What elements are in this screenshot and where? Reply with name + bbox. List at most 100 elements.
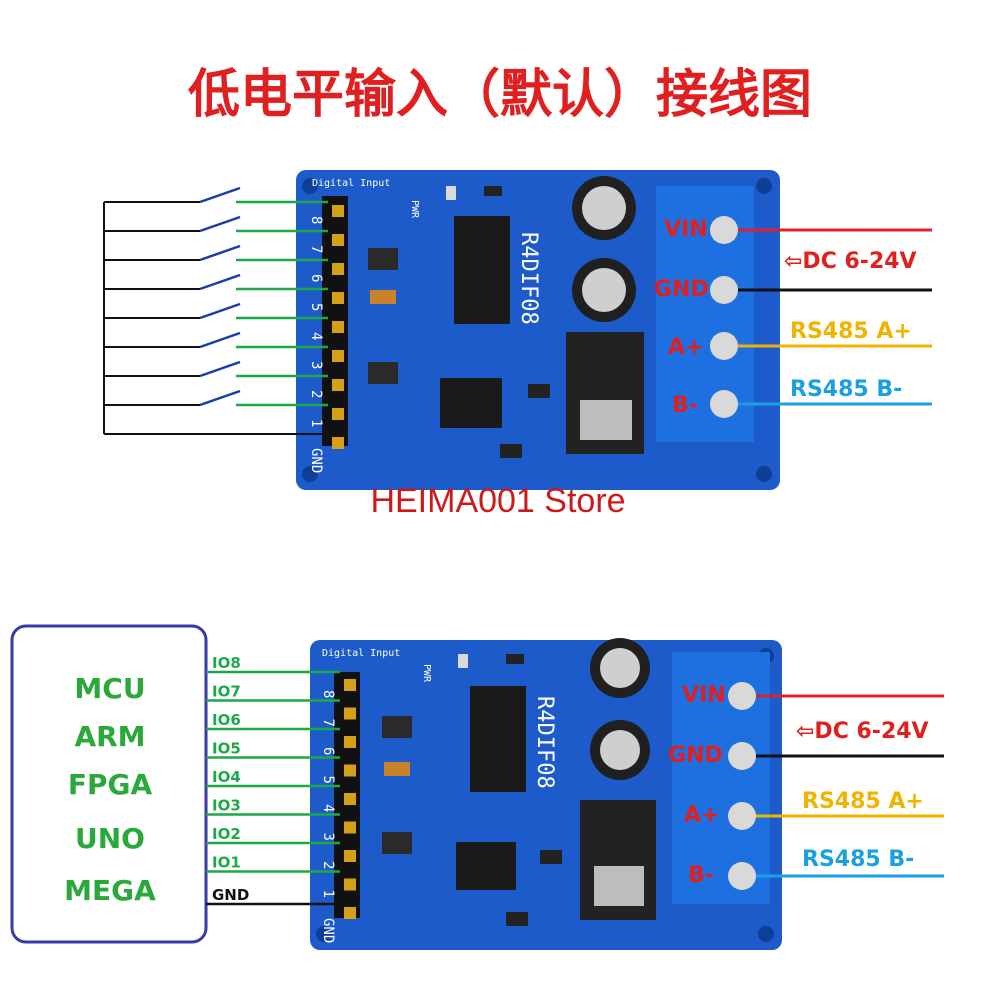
switch-contact	[199, 186, 241, 204]
terminal-screw	[710, 332, 738, 360]
header-pin	[344, 679, 356, 691]
pin-label: 4	[308, 332, 324, 340]
pin-label: 6	[320, 747, 336, 755]
header-pin	[332, 292, 344, 304]
header-silk-label: Digital Input	[322, 648, 400, 659]
mount-hole	[316, 926, 332, 942]
smd-capacitor	[384, 762, 410, 776]
header-pin	[344, 821, 356, 834]
electrolytic-capacitor-top	[600, 648, 640, 688]
io-label: IO4	[212, 768, 241, 786]
smd-component	[500, 444, 522, 458]
header-pin	[332, 437, 344, 449]
smd-array	[382, 716, 412, 738]
header-pin	[332, 234, 344, 246]
switch-contact	[199, 244, 241, 262]
rs485-b-label: RS485 B-	[790, 377, 902, 402]
mcu-platform-label: MCU	[74, 672, 145, 705]
smd-component	[540, 850, 562, 864]
io-label: IO2	[212, 825, 241, 843]
electrolytic-capacitor-top	[582, 186, 626, 230]
header-pin	[344, 764, 356, 777]
mount-hole	[756, 466, 772, 482]
mount-hole	[302, 466, 318, 482]
terminal-gnd-label: GND	[668, 743, 723, 768]
io-label: IO7	[212, 683, 241, 701]
terminal-screw	[728, 862, 756, 890]
io-label: IO1	[212, 854, 241, 872]
header-pin	[344, 736, 356, 748]
mcu-platform-label: MEGA	[64, 874, 156, 907]
terminal-b-label: B-	[688, 863, 714, 888]
terminal-b-label: B-	[672, 393, 698, 418]
pin-label: 8	[308, 216, 324, 224]
header-pin	[332, 321, 344, 333]
voltage-regulator-tab	[594, 866, 644, 906]
switch-contact	[199, 273, 241, 291]
mcu-platform-label: UNO	[75, 822, 145, 855]
header-pin	[332, 379, 344, 391]
smd-array	[368, 362, 398, 384]
switch-contact	[199, 331, 241, 349]
mount-hole	[756, 178, 772, 194]
pin-label: 8	[320, 690, 336, 698]
smd-resistor	[506, 654, 524, 664]
terminal-screw	[710, 216, 738, 244]
rs485-b-label: RS485 B-	[802, 847, 914, 872]
header-pin	[344, 707, 356, 720]
pwr-led	[446, 186, 456, 200]
mcu-frame	[10, 624, 208, 944]
smd-array	[368, 248, 398, 270]
header-pin	[332, 350, 344, 362]
pin-label: 3	[308, 361, 324, 369]
smd-capacitor	[370, 290, 396, 304]
io-label: IO6	[212, 711, 241, 729]
terminal-screw	[710, 276, 738, 304]
pin-label: 7	[308, 245, 324, 253]
terminal-screw	[728, 802, 756, 830]
terminal-gnd-label: GND	[654, 277, 709, 302]
ic-chip-secondary	[456, 842, 516, 890]
header-silk-label: Digital Input	[312, 178, 390, 189]
switch-contact	[199, 215, 241, 233]
terminal-a-label: A+	[668, 335, 703, 360]
smd-component	[528, 384, 550, 398]
board-name: R4DIF08	[532, 696, 557, 789]
mount-hole	[302, 178, 318, 194]
power-label: ⇦DC 6-24V	[796, 719, 929, 744]
pin-label: 4	[320, 804, 336, 812]
mcu-platform-label: FPGA	[68, 768, 153, 801]
header-pin	[344, 907, 356, 919]
smd-component	[506, 912, 528, 926]
rs485-a-label: RS485 A+	[790, 319, 912, 344]
gnd-label: GND	[212, 886, 249, 904]
voltage-regulator-tab	[580, 400, 632, 440]
terminal-a-label: A+	[684, 803, 719, 828]
terminal-screw	[728, 742, 756, 770]
ic-chip-secondary	[440, 378, 502, 428]
terminal-vin-label: VIN	[682, 683, 726, 708]
electrolytic-capacitor-top	[600, 730, 640, 770]
power-label: ⇦DC 6-24V	[784, 249, 917, 274]
switch-contact	[199, 360, 241, 378]
header-pin	[332, 408, 344, 420]
pwr-silk-label: PWR	[421, 664, 432, 683]
pin-label: 2	[308, 390, 324, 398]
switch-contact	[199, 302, 241, 320]
ic-chip-main	[454, 216, 510, 324]
diagram-title: 低电平输入（默认）接线图	[188, 65, 812, 125]
pin-label: 2	[320, 861, 336, 869]
terminal-screw	[710, 390, 738, 418]
pin-label: 5	[320, 776, 336, 784]
rs485-a-label: RS485 A+	[802, 789, 924, 814]
pin-label: GND	[308, 448, 324, 473]
board-name: R4DIF08	[516, 232, 541, 325]
terminal-screw	[728, 682, 756, 710]
pin-label: GND	[320, 918, 336, 943]
terminal-vin-label: VIN	[664, 217, 708, 242]
smd-resistor	[484, 186, 502, 196]
input-switches	[103, 186, 328, 435]
